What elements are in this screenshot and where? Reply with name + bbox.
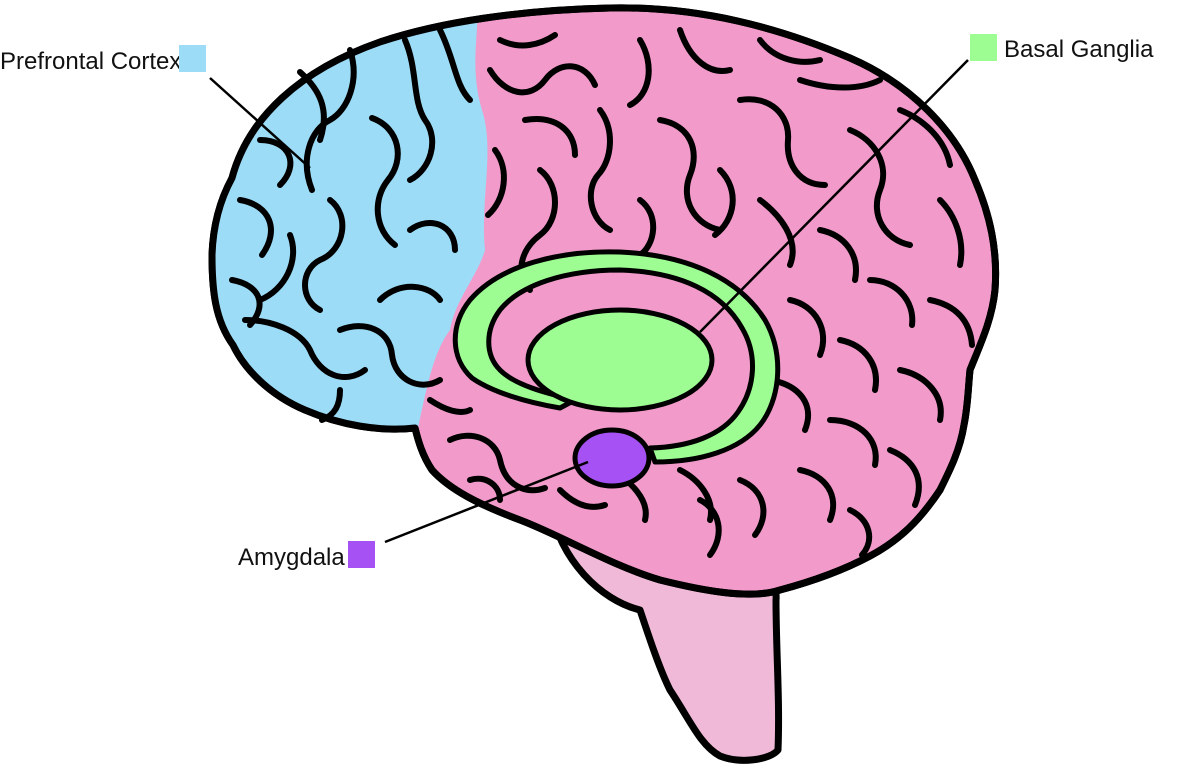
basal-ganglia-structure bbox=[452, 249, 781, 465]
square-swatch-icon bbox=[179, 45, 206, 72]
prefrontal-leader-line bbox=[209, 77, 311, 169]
amygdala-leader-line bbox=[384, 460, 589, 544]
basal-label-text: Basal Ganglia bbox=[1004, 36, 1154, 63]
label-prefrontal: Prefrontal Cortex bbox=[0, 45, 206, 75]
cortex-folds bbox=[229, 27, 975, 558]
square-swatch-icon bbox=[348, 541, 375, 568]
basal-ganglia-nucleus bbox=[525, 307, 715, 413]
label-amygdala: Amygdala bbox=[238, 541, 375, 571]
label-basal: Basal Ganglia bbox=[970, 34, 1154, 63]
basal-leader-line bbox=[699, 59, 969, 333]
prefrontal-label-text: Prefrontal Cortex bbox=[0, 48, 181, 75]
amygdala-structure bbox=[572, 427, 652, 489]
square-swatch-icon bbox=[970, 34, 997, 61]
amygdala-label-text: Amygdala bbox=[238, 544, 345, 571]
